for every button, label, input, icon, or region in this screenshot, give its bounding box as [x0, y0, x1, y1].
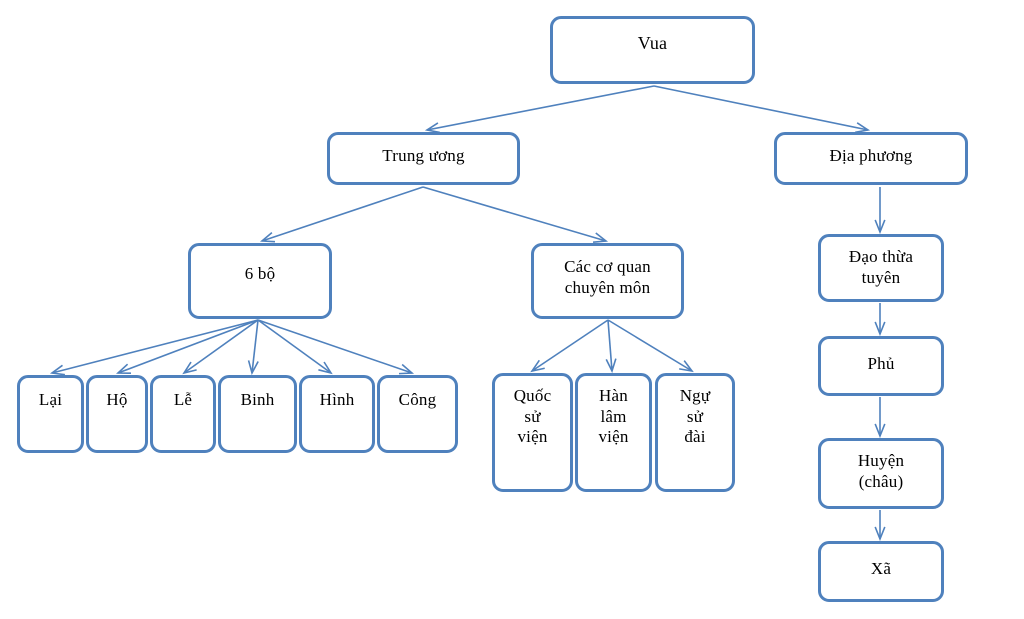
- node-label-ngusu: Ngự sử đài: [679, 386, 711, 447]
- connector-trunguong-saubo: [259, 186, 424, 243]
- node-label-huyen: Huyện (châu): [857, 451, 905, 491]
- arrowhead: [679, 360, 694, 373]
- node-label-lai: Lại: [38, 390, 63, 409]
- node-le[interactable]: Lễ: [150, 375, 216, 453]
- arrowhead: [874, 526, 886, 542]
- node-label-cacoquan: Các cơ quan chuyên môn: [564, 257, 651, 297]
- arrowhead: [605, 358, 617, 374]
- connector-dao-phu: [874, 303, 886, 337]
- node-hanlam[interactable]: Hàn lâm viện: [575, 373, 652, 492]
- arrowhead: [259, 231, 276, 243]
- connector-saubo-hinh: [257, 319, 333, 375]
- node-label-hinh: Hình: [319, 390, 355, 409]
- node-hinh[interactable]: Hình: [299, 375, 375, 453]
- arrowhead: [874, 321, 886, 337]
- connector-vua-trunguong: [424, 85, 655, 134]
- arrowhead: [318, 361, 333, 375]
- node-cacoquan[interactable]: Các cơ quan chuyên môn: [531, 243, 684, 319]
- node-label-diaphuong: Địa phương: [829, 146, 913, 165]
- node-lai[interactable]: Lại: [17, 375, 84, 453]
- connector-saubo-cong: [257, 319, 415, 375]
- arrowhead: [115, 363, 132, 375]
- node-dao[interactable]: Đạo thừa tuyên: [818, 234, 944, 302]
- node-xa[interactable]: Xã: [818, 541, 944, 602]
- arrowhead: [49, 364, 65, 376]
- node-label-ho: Hộ: [106, 390, 128, 409]
- arrowhead: [247, 360, 259, 376]
- arrowhead: [874, 423, 886, 439]
- node-label-saubo: 6 bộ: [244, 264, 276, 283]
- node-label-cong: Công: [398, 390, 437, 409]
- node-ho[interactable]: Hộ: [86, 375, 148, 453]
- node-quocsu[interactable]: Quốc sử viện: [492, 373, 573, 492]
- connector-trunguong-cacoquan: [422, 186, 609, 244]
- arrowhead: [592, 232, 609, 244]
- arrowhead: [398, 363, 415, 375]
- connector-cacoquan-hanlam: [605, 319, 617, 374]
- connector-phu-huyen: [874, 397, 886, 439]
- node-cong[interactable]: Công: [377, 375, 458, 453]
- arrowhead: [874, 219, 886, 235]
- connector-cacoquan-quocsu: [530, 319, 609, 373]
- node-diaphuong[interactable]: Địa phương: [774, 132, 968, 185]
- arrowhead: [530, 359, 545, 373]
- node-label-phu: Phủ: [867, 354, 895, 373]
- connector-saubo-le: [182, 319, 259, 375]
- node-label-quocsu: Quốc sử viện: [513, 386, 552, 447]
- node-label-hanlam: Hàn lâm viện: [598, 386, 629, 447]
- arrowhead: [855, 122, 871, 134]
- node-ngusu[interactable]: Ngự sử đài: [655, 373, 735, 492]
- arrowhead: [182, 361, 197, 375]
- connector-huyen-xa: [874, 510, 886, 542]
- node-label-dao: Đạo thừa tuyên: [848, 247, 914, 287]
- connector-saubo-ho: [115, 319, 259, 375]
- node-trunguong[interactable]: Trung ương: [327, 132, 520, 185]
- node-label-xa: Xã: [870, 559, 892, 578]
- node-saubo[interactable]: 6 bộ: [188, 243, 332, 319]
- connector-diaphuong-dao: [874, 187, 886, 235]
- node-vua[interactable]: Vua: [550, 16, 755, 84]
- connector-vua-diaphuong: [653, 85, 871, 134]
- node-label-trunguong: Trung ương: [382, 146, 465, 165]
- node-binh[interactable]: Binh: [218, 375, 297, 453]
- connector-saubo-lai: [49, 319, 259, 376]
- node-label-binh: Binh: [240, 390, 275, 409]
- connector-cacoquan-ngusu: [607, 319, 694, 373]
- connector-saubo-binh: [247, 319, 259, 376]
- node-label-le: Lễ: [173, 390, 193, 409]
- node-phu[interactable]: Phủ: [818, 336, 944, 396]
- node-label-vua: Vua: [637, 33, 668, 53]
- node-huyen[interactable]: Huyện (châu): [818, 438, 944, 509]
